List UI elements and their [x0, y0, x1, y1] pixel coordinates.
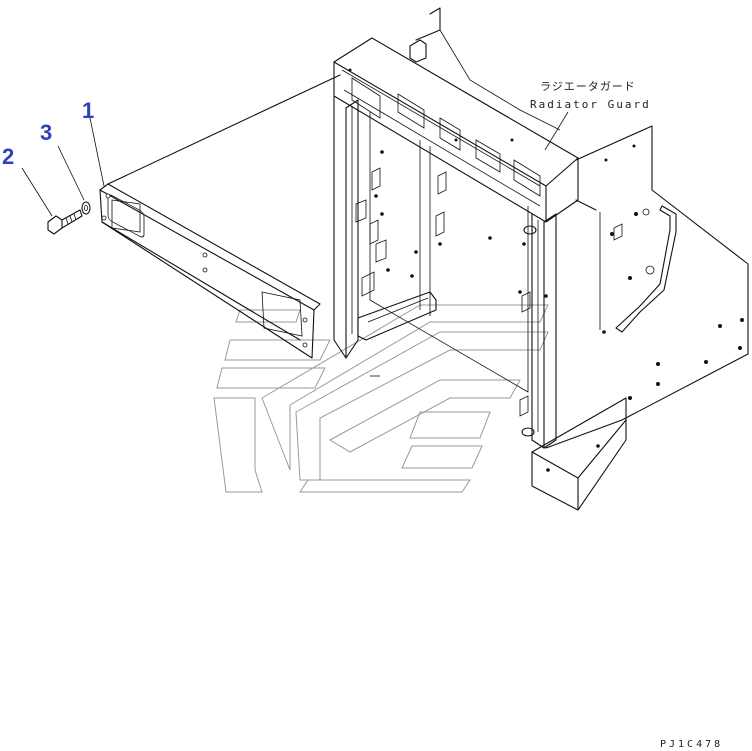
washer — [81, 201, 91, 215]
part-name-en: Radiator Guard — [530, 98, 651, 111]
right-side-panel — [415, 7, 749, 511]
part-name-jp: ラジエータガード — [540, 80, 636, 93]
callout-3: 3 — [40, 120, 52, 145]
watermark-logo — [213, 304, 549, 493]
callout-2: 2 — [2, 144, 14, 169]
callout-1: 1 — [82, 98, 94, 123]
leader-lines — [21, 111, 569, 217]
side-guard-panel — [99, 74, 341, 359]
drawing-code: PJ1C478 — [660, 739, 723, 750]
radiator-guard-frame — [333, 37, 579, 449]
bolt — [47, 209, 83, 235]
